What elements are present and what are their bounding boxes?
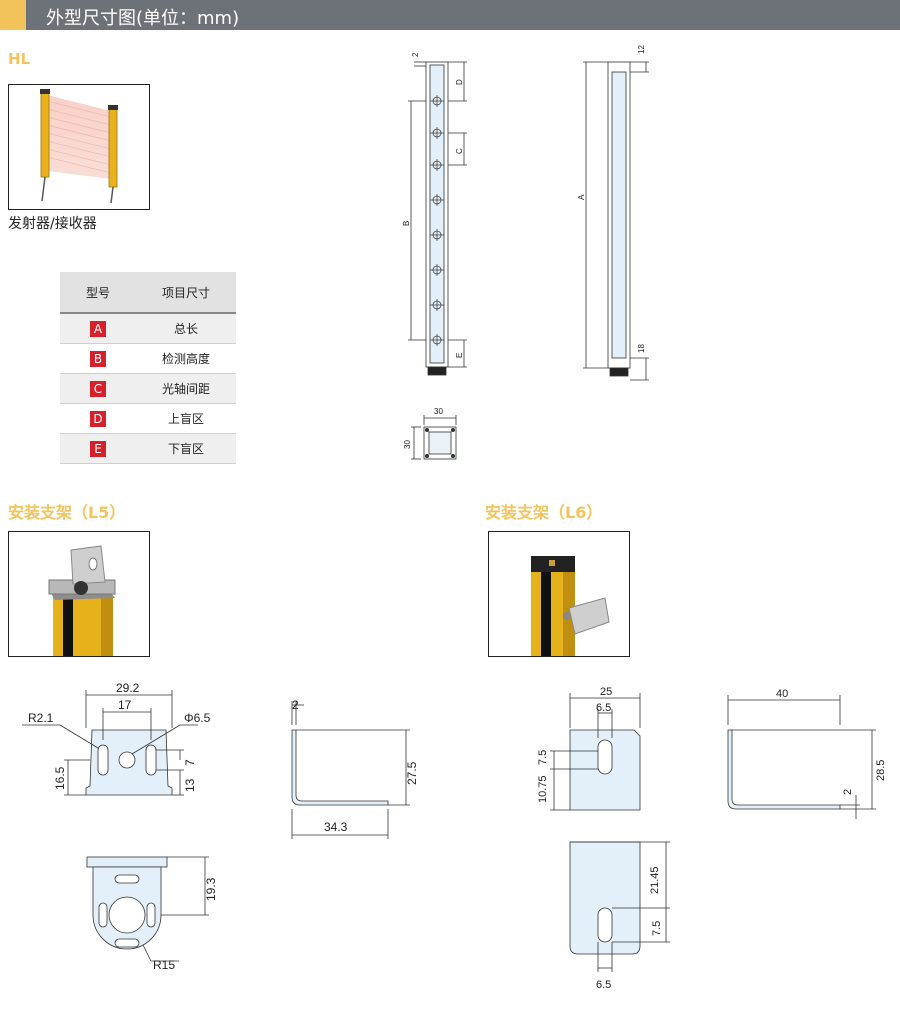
- l5-dim-193: 19.3: [204, 877, 218, 901]
- side-view-drawing: 12 A 18: [577, 45, 649, 381]
- col-header-model: 型号: [60, 272, 136, 314]
- section-view-drawing: 30 30: [403, 407, 457, 460]
- l6-top-drawing: 21.45 7.5 6.5: [569, 841, 670, 991]
- l5-dim-292: 29.2: [116, 681, 140, 695]
- dim-c-label: C: [455, 148, 464, 154]
- l5-dim-phi65: Φ6.5: [184, 711, 211, 725]
- section-height-label: 30: [403, 440, 412, 449]
- l5-dim-13: 13: [183, 778, 197, 792]
- l6-dim-40: 40: [776, 688, 788, 700]
- code-badge: D: [90, 410, 106, 427]
- header-bar: 外型尺寸图(单位：mm): [0, 0, 900, 30]
- l6-dim-75b: 7.5: [651, 921, 663, 936]
- l6-bracket-illustration: [531, 556, 610, 656]
- dim-18-label: 18: [637, 344, 646, 353]
- l6-dim-75: 7.5: [537, 750, 549, 765]
- l6-dim-1075: 10.75: [537, 775, 549, 803]
- l5-dim-r21: R2.1: [28, 711, 54, 725]
- page-title: 外型尺寸图(单位：mm): [46, 8, 240, 29]
- code-badge: B: [90, 350, 106, 367]
- code-badge: C: [90, 380, 106, 397]
- light-curtain-photo: [8, 84, 150, 210]
- l5-title: 安装支架（L5）: [8, 503, 126, 522]
- code-badge: A: [90, 320, 106, 337]
- l5-dim-7: 7: [183, 759, 197, 766]
- hl-label: HL: [8, 50, 31, 68]
- dim-12-label: 12: [637, 45, 646, 54]
- dim-top-gap: 2: [411, 52, 420, 57]
- col-header-item: 项目尺寸: [136, 272, 236, 314]
- l5-top-drawing: 19.3 R15: [86, 856, 218, 972]
- table-row: E 下盲区: [60, 433, 236, 464]
- l5-photo: [8, 531, 150, 657]
- l5-bracket-illustration: [48, 545, 116, 656]
- l6-dim-65: 6.5: [596, 702, 611, 714]
- front-view-drawing: 2 D C B E: [402, 52, 467, 376]
- l5-dim-275: 27.5: [405, 761, 419, 785]
- l5-side-drawing: 2 27.5 34.3: [291, 698, 419, 839]
- dim-d-label: D: [455, 79, 464, 85]
- l5-dim-2: 2: [292, 698, 299, 712]
- l6-dim-65b: 6.5: [596, 979, 611, 991]
- l6-dim-2145: 21.45: [649, 866, 661, 894]
- dim-e-label: E: [455, 353, 464, 358]
- row-label: 上盲区: [136, 403, 236, 434]
- row-label: 总长: [136, 313, 236, 344]
- l5-dim-165: 16.5: [53, 766, 67, 790]
- dimension-table: 型号 项目尺寸 A 总长 B 检测高度 C 光轴间距 D 上盲区 E 下盲区: [60, 272, 236, 464]
- row-label: 光轴间距: [136, 373, 236, 404]
- header-accent: [0, 0, 26, 30]
- hl-caption: 发射器/接收器: [8, 216, 97, 232]
- l5-dim-343: 34.3: [324, 820, 348, 834]
- code-badge: E: [90, 440, 106, 457]
- l5-dim-r15: R15: [153, 958, 175, 972]
- dim-a-label: A: [577, 194, 586, 200]
- l6-side-drawing: 40 28.5 2: [727, 688, 887, 819]
- dim-b-label: B: [402, 221, 411, 226]
- l6-dim-2: 2: [842, 789, 854, 795]
- row-label: 检测高度: [136, 343, 236, 374]
- light-curtain-illustration: [40, 89, 118, 204]
- l6-front-drawing: 25 6.5 7.5 10.75: [537, 686, 641, 811]
- l6-dim-285: 28.5: [875, 760, 887, 781]
- row-label: 下盲区: [136, 433, 236, 464]
- l6-dim-25: 25: [600, 686, 612, 698]
- l6-photo: [488, 531, 630, 657]
- l5-dim-17: 17: [118, 698, 132, 712]
- l5-front-drawing: 29.2 17 R2.1 Φ6.5 16.5 7 13: [22, 681, 211, 796]
- table-row: C 光轴间距: [60, 373, 236, 404]
- table-row: A 总长: [60, 313, 236, 344]
- table-row: D 上盲区: [60, 403, 236, 434]
- table-row: B 检测高度: [60, 343, 236, 374]
- section-width-label: 30: [434, 407, 443, 416]
- l6-title: 安装支架（L6）: [485, 503, 603, 522]
